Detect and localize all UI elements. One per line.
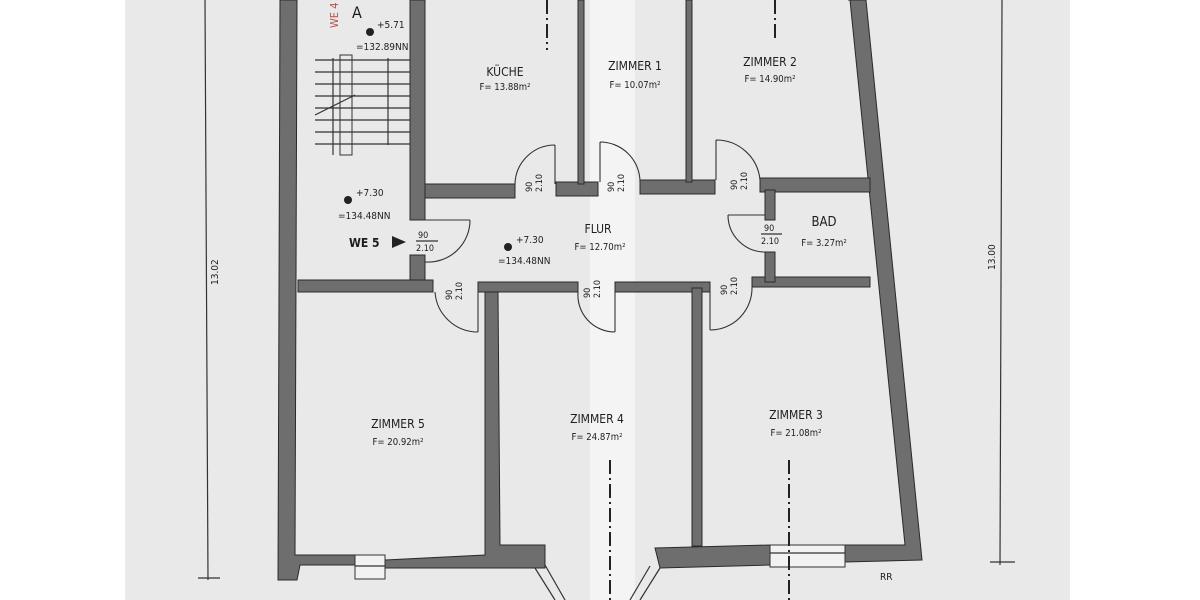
svg-text:=134.48NN: =134.48NN [498, 256, 550, 267]
room-kueche: KÜCHE F= 13.88m² [479, 63, 530, 93]
room-bad: BAD F= 3.27m² [801, 215, 847, 249]
svg-text:+5.71: +5.71 [377, 20, 405, 31]
svg-text:2.10: 2.10 [730, 277, 740, 295]
svg-text:=134.48NN: =134.48NN [338, 211, 390, 222]
svg-text:2.10: 2.10 [535, 174, 545, 192]
svg-text:BAD: BAD [811, 215, 836, 230]
svg-text:ZIMMER 4: ZIMMER 4 [570, 412, 624, 426]
svg-text:+7.30: +7.30 [356, 188, 384, 199]
svg-text:90: 90 [418, 231, 428, 241]
svg-text:2.10: 2.10 [761, 237, 779, 247]
elevation-marker-flur: +7.30 =134.48NN [498, 235, 550, 267]
svg-text:90: 90 [730, 180, 740, 190]
svg-text:F= 10.07m²: F= 10.07m² [609, 80, 660, 91]
svg-text:F= 14.90m²: F= 14.90m² [744, 74, 795, 85]
stair-mark: A [352, 3, 362, 22]
doors [424, 139, 766, 333]
svg-text:2.10: 2.10 [740, 172, 750, 190]
staircase [314, 54, 410, 156]
svg-text:90: 90 [525, 182, 535, 192]
svg-text:13.00: 13.00 [987, 244, 998, 270]
room-flur: FLUR F= 12.70m² [574, 222, 625, 253]
svg-text:90: 90 [720, 285, 730, 295]
svg-text:ZIMMER 5: ZIMMER 5 [371, 417, 425, 431]
room-zimmer-2: ZIMMER 2 F= 14.90m² [743, 55, 797, 85]
svg-text:13.02: 13.02 [210, 259, 221, 285]
svg-text:F= 20.92m²: F= 20.92m² [372, 437, 423, 448]
svg-text:90: 90 [445, 290, 455, 300]
svg-text:=132.89NN: =132.89NN [356, 42, 408, 53]
axis-lines [546, 0, 790, 600]
svg-text:90: 90 [764, 224, 774, 234]
dimension-right: 13.00 [987, 0, 1015, 566]
svg-text:F= 12.70m²: F= 12.70m² [574, 242, 625, 253]
svg-text:ZIMMER 3: ZIMMER 3 [769, 408, 823, 422]
dimension-left: 13.02 [198, 0, 221, 581]
svg-text:+7.30: +7.30 [516, 235, 544, 246]
svg-text:KÜCHE: KÜCHE [486, 63, 523, 79]
svg-text:F= 13.88m²: F= 13.88m² [479, 82, 530, 93]
unit-label-we5: WE 5 [349, 236, 380, 250]
elevation-marker-landing: +7.30 =134.48NN [338, 188, 390, 222]
svg-text:2.10: 2.10 [416, 244, 434, 254]
room-zimmer-4: ZIMMER 4 F= 24.87m² [570, 412, 624, 443]
svg-text:2.10: 2.10 [617, 174, 627, 192]
svg-text:FLUR: FLUR [584, 222, 612, 236]
rr-mark: RR [880, 572, 893, 583]
room-zimmer-5: ZIMMER 5 F= 20.92m² [371, 417, 425, 448]
room-zimmer-1: ZIMMER 1 F= 10.07m² [608, 59, 662, 91]
svg-text:F= 21.08m²: F= 21.08m² [770, 428, 821, 439]
elevation-marker-stair-top: +5.71 =132.89NN [356, 20, 408, 53]
svg-text:2.10: 2.10 [455, 282, 465, 300]
svg-text:2.10: 2.10 [593, 280, 603, 298]
walls [277, 0, 923, 581]
svg-text:F= 3.27m²: F= 3.27m² [801, 238, 847, 249]
svg-text:ZIMMER 1: ZIMMER 1 [608, 59, 662, 73]
room-zimmer-3: ZIMMER 3 F= 21.08m² [769, 408, 823, 439]
entrance-arrow-icon [392, 236, 406, 248]
unit-label-we4: WE 4 [328, 3, 341, 28]
svg-text:F= 24.87m²: F= 24.87m² [571, 432, 622, 443]
paper-fold [590, 0, 635, 600]
svg-text:90: 90 [583, 288, 593, 298]
svg-text:ZIMMER 2: ZIMMER 2 [743, 55, 797, 69]
svg-text:90: 90 [607, 182, 617, 192]
